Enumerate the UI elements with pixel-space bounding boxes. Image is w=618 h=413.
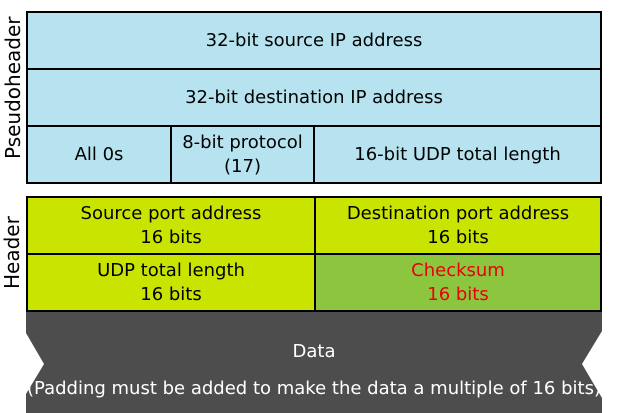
pseudo-udp-length-field: 16-bit UDP total length bbox=[313, 125, 602, 184]
data-section-polygon bbox=[26, 312, 602, 413]
protocol-number-text: (17) bbox=[224, 155, 261, 177]
all-zeros-field: All 0s bbox=[26, 125, 172, 184]
destination-port-text: Destination port address bbox=[346, 202, 570, 224]
protocol-field: 8-bit protocol (17) bbox=[170, 125, 315, 184]
udp-total-length-bits-text: 16 bits bbox=[140, 283, 202, 305]
checksum-bits-text: 16 bits bbox=[427, 283, 489, 305]
all-zeros-text: All 0s bbox=[74, 143, 124, 165]
source-port-bits-text: 16 bits bbox=[140, 226, 202, 248]
destination-port-field: Destination port address 16 bits bbox=[314, 196, 602, 255]
data-padding-note: (Padding must be added to make the data … bbox=[27, 378, 601, 399]
protocol-text: 8-bit protocol bbox=[182, 131, 303, 153]
source-port-field: Source port address 16 bits bbox=[26, 196, 316, 255]
data-title: Data bbox=[292, 341, 336, 362]
pseudo-udp-length-text: 16-bit UDP total length bbox=[354, 143, 561, 165]
source-ip-text: 32-bit source IP address bbox=[205, 29, 423, 51]
source-ip-field: 32-bit source IP address bbox=[26, 11, 602, 70]
destination-ip-text: 32-bit destination IP address bbox=[185, 86, 443, 108]
destination-port-bits-text: 16 bits bbox=[427, 226, 489, 248]
source-port-text: Source port address bbox=[80, 202, 262, 224]
checksum-field: Checksum 16 bits bbox=[314, 253, 602, 312]
udp-total-length-text: UDP total length bbox=[97, 259, 245, 281]
checksum-text: Checksum bbox=[411, 259, 505, 281]
